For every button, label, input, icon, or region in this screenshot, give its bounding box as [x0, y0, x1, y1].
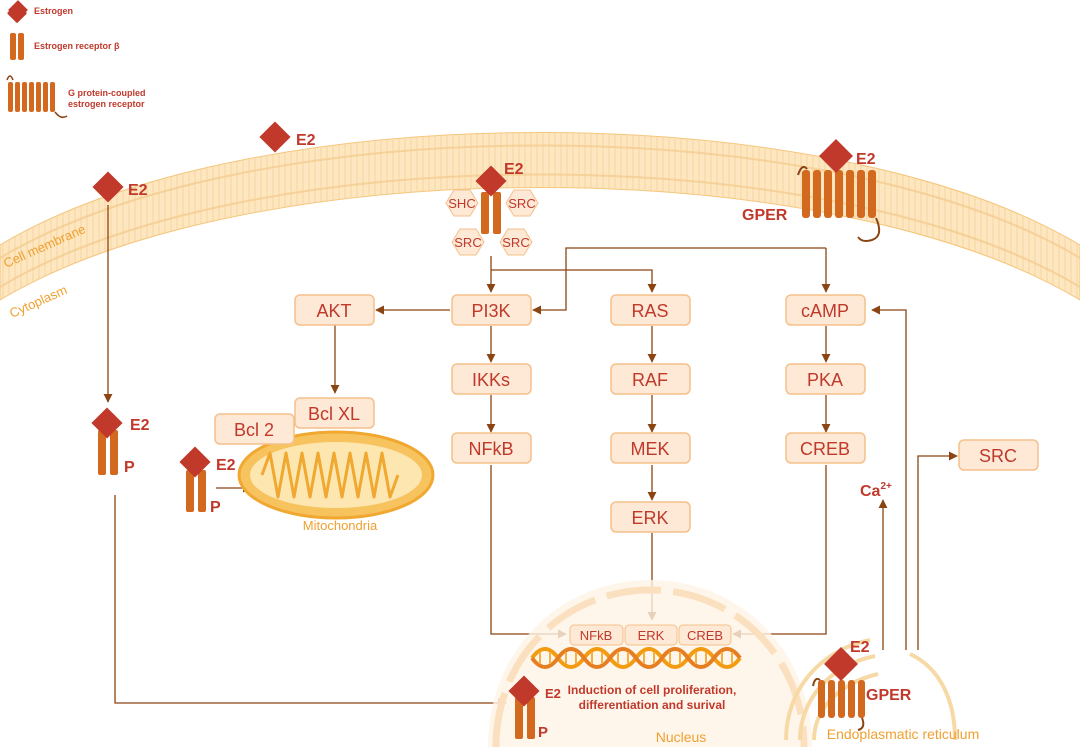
pka-label: PKA — [807, 370, 843, 390]
src-hex-1-label: SRC — [508, 196, 535, 211]
src-hex-3: SRC — [499, 228, 533, 256]
node-nfkb: NFkB — [451, 432, 532, 464]
receptor-left: E2 P — [91, 407, 150, 476]
nucleus-label: Nucleus — [656, 729, 707, 745]
erk-label: ERK — [631, 508, 668, 528]
e2-left-label: E2 — [128, 182, 148, 199]
e2-complex-label: E2 — [504, 161, 524, 178]
src-hex-2: SRC — [451, 228, 485, 256]
ras-label: RAS — [631, 301, 668, 321]
ikks-label: IKKs — [472, 370, 510, 390]
mek-label: MEK — [630, 439, 669, 459]
src-hex-2-label: SRC — [454, 235, 481, 250]
receptor-beta-icon — [10, 33, 24, 60]
node-pi3k: PI3K — [451, 294, 532, 326]
e2-gper-er-label: E2 — [850, 639, 870, 656]
estrogen-icon — [8, 0, 28, 20]
nuclear-factor-erk: ERK — [624, 624, 678, 646]
e2-receptor-mito-label: E2 — [216, 457, 236, 474]
gper-label: GPER — [742, 207, 788, 224]
nucleus: Nucleus — [488, 580, 812, 747]
e2-free-label: E2 — [296, 132, 316, 149]
legend-gpcr-label-1: G protein-coupled — [68, 88, 146, 98]
dna-helix — [530, 647, 742, 669]
src-label: SRC — [979, 446, 1017, 466]
node-bclxl: Bcl XL — [294, 397, 375, 429]
bclxl-label: Bcl XL — [308, 404, 360, 424]
nfkb-label: NFkB — [469, 439, 514, 459]
node-mek: MEK — [610, 432, 691, 464]
node-raf: RAF — [610, 363, 691, 395]
e2-free-icon — [259, 121, 291, 153]
node-ras: RAS — [610, 294, 691, 326]
nuclear-creb-label: CREB — [687, 628, 723, 643]
node-src: SRC — [958, 439, 1039, 471]
src-hex-1: SRC — [505, 189, 539, 217]
raf-label: RAF — [632, 370, 668, 390]
akt-label: AKT — [316, 301, 351, 321]
mitochondria-label: Mitochondria — [303, 518, 378, 533]
creb-label: CREB — [800, 439, 850, 459]
gper-membrane: E2 GPER — [742, 139, 881, 242]
nuclear-factor-nfkb: NFkB — [569, 624, 624, 646]
nuclear-nfkb-label: NFkB — [580, 628, 613, 643]
e2-receptor-left-label: E2 — [130, 417, 150, 434]
e2-gper-label: E2 — [856, 151, 876, 168]
e2-receptor-left-icon — [91, 407, 123, 439]
induction-line-2: differentiation and surival — [579, 698, 726, 712]
gpcr-icon — [6, 75, 68, 119]
e2-gper-er-icon — [824, 647, 858, 681]
nuclear-factor-creb: CREB — [678, 624, 732, 646]
legend-receptor-beta-label: Estrogen receptor β — [34, 41, 120, 51]
receptor-complex: SHC SRC SRC SRC E2 — [445, 161, 539, 256]
er-label: Endoplasmatic reticulum — [827, 726, 980, 742]
induction-line-1: Induction of cell proliferation, — [568, 683, 737, 697]
p-nucleus-label: P — [538, 724, 548, 741]
legend-gpcr-label-2: estrogen receptor — [68, 99, 145, 109]
p-mito-label: P — [210, 499, 221, 516]
gper-er: E2 GPER — [812, 639, 912, 731]
nuclear-erk-label: ERK — [638, 628, 665, 643]
node-camp: cAMP — [785, 294, 866, 326]
src-hex-3-label: SRC — [502, 235, 529, 250]
node-ikks: IKKs — [451, 363, 532, 395]
pi3k-label: PI3K — [471, 301, 510, 321]
node-pka: PKA — [785, 363, 866, 395]
e2-receptor-nucleus-label: E2 — [545, 686, 561, 701]
mitochondria: Mitochondria — [237, 430, 435, 533]
receptor-mito: E2 P — [179, 446, 236, 516]
node-creb: CREB — [785, 432, 866, 464]
bcl2-label: Bcl 2 — [234, 420, 274, 440]
shc-hex: SHC — [445, 189, 479, 217]
node-erk: ERK — [610, 501, 691, 533]
arrows — [103, 205, 958, 708]
e2-complex-icon — [475, 165, 507, 197]
e2-left-icon — [92, 171, 124, 203]
p-left-label: P — [124, 459, 135, 476]
camp-label: cAMP — [801, 301, 849, 321]
gper-er-label: GPER — [866, 687, 912, 704]
e2-receptor-mito-icon — [179, 446, 211, 478]
node-bcl2: Bcl 2 — [214, 413, 295, 445]
node-akt: AKT — [294, 294, 375, 326]
legend: Estrogen Estrogen receptor β G protein-c… — [6, 0, 146, 119]
ca-label: Ca2+ — [860, 481, 892, 500]
legend-estrogen-label: Estrogen — [34, 6, 73, 16]
cell-membrane — [0, 132, 1080, 301]
e2-gper-icon — [819, 139, 853, 173]
shc-label: SHC — [448, 196, 475, 211]
